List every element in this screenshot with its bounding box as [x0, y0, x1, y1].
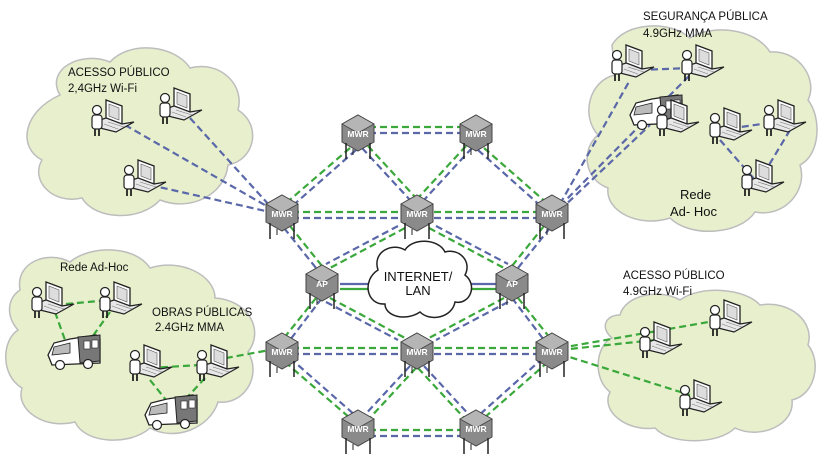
- cloud-subtitle: 2.4GHz MMA: [155, 322, 224, 334]
- mwr-node-label: MWR: [347, 129, 368, 139]
- ap-node: AP: [305, 264, 339, 310]
- backbone-links: [283, 125, 551, 438]
- access-links: [53, 66, 791, 406]
- ap-node-label: AP: [316, 279, 328, 289]
- cloud-title: ACESSO PÚBLICO: [623, 269, 725, 282]
- adhoc-label: Rede Ad-Hoc: [60, 262, 129, 274]
- mwr-node-label: MWR: [271, 209, 292, 219]
- mwr-node-label: MWR: [541, 347, 562, 357]
- cloud-obras: [5, 249, 256, 441]
- mwr-node-label: MWR: [271, 347, 292, 357]
- cloud-title: SEGURANÇA PÚBLICA: [643, 10, 768, 23]
- adhoc-label-line1: Rede: [680, 187, 711, 202]
- cloud-acesso-wifi-49: [597, 289, 816, 442]
- mwr-node-label: MWR: [541, 209, 562, 219]
- mwr-node-label: MWR: [406, 347, 427, 357]
- mwr-node-label: MWR: [347, 424, 368, 434]
- mwr-node: MWR: [265, 194, 299, 240]
- adhoc-label-line2: Ad- Hoc: [670, 204, 717, 219]
- mwr-node-label: MWR: [465, 129, 486, 139]
- mwr-node: MWR: [341, 114, 375, 160]
- mwr-node: MWR: [400, 332, 434, 378]
- cloud-acesso-wifi-24: [26, 47, 254, 217]
- cloud-subtitle: 4.9GHz Wi-Fi: [623, 286, 692, 298]
- mwr-node: MWR: [535, 194, 569, 240]
- ap-node-label: AP: [506, 279, 518, 289]
- mwr-node: MWR: [459, 409, 493, 455]
- cloud-subtitle: 4.9GHz MMA: [643, 28, 712, 40]
- internet-cloud: INTERNET/ LAN: [367, 240, 473, 319]
- cloud-title: OBRAS PÚBLICAS: [152, 306, 253, 319]
- cloud-subtitle: 2,4GHz Wi-Fi: [68, 83, 137, 95]
- ap-node: AP: [495, 264, 529, 310]
- mwr-node: MWR: [535, 332, 569, 378]
- mwr-node: MWR: [341, 409, 375, 455]
- mwr-node: MWR: [265, 332, 299, 378]
- mwr-node-label: MWR: [406, 209, 427, 219]
- mwr-node: MWR: [459, 114, 493, 160]
- internet-label-line1: INTERNET/: [384, 269, 453, 284]
- cloud-title: ACESSO PÚBLICO: [68, 66, 170, 79]
- mwr-node-label: MWR: [465, 424, 486, 434]
- mwr-node: MWR: [400, 194, 434, 240]
- internet-label-line2: LAN: [405, 283, 430, 298]
